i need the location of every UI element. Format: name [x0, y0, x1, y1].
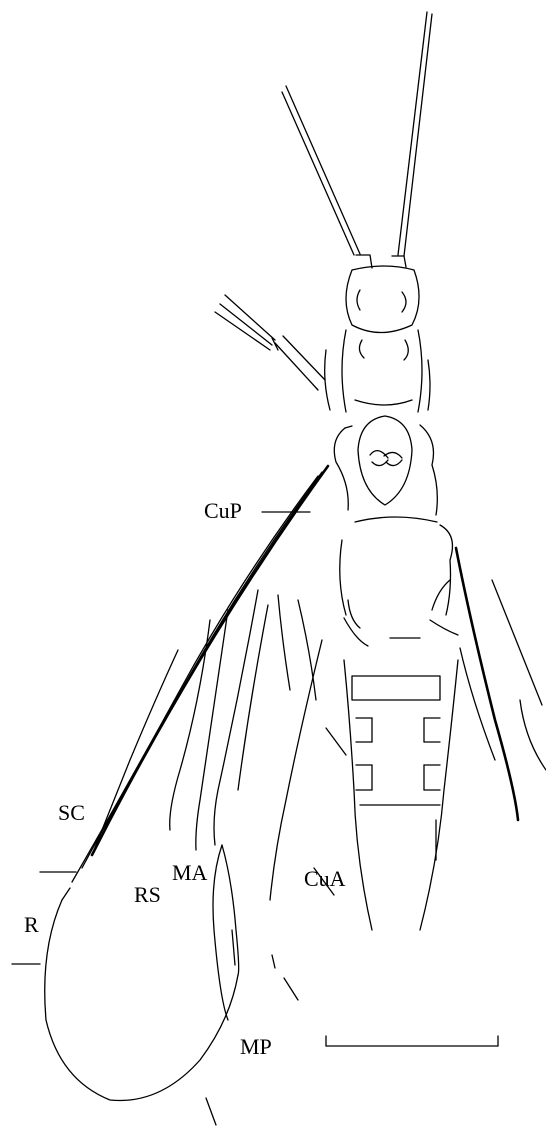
scale-bar: [326, 1036, 498, 1046]
label-cua: CuA: [304, 866, 346, 891]
abdomen: [344, 660, 458, 930]
label-rs: RS: [134, 882, 161, 907]
right-fragments: [456, 548, 546, 820]
vein-labels: CuP SC RS MA CuA R MP: [24, 498, 346, 1059]
label-sc: SC: [58, 800, 85, 825]
label-ma: MA: [172, 860, 208, 885]
antennae: [282, 12, 432, 256]
mesothorax: [334, 416, 437, 515]
forewing: [45, 466, 346, 1125]
label-cup: CuP: [204, 498, 242, 523]
detached-leg: [215, 295, 325, 390]
prothorax: [325, 330, 430, 412]
leader-lines: [12, 512, 310, 964]
metathorax: [340, 517, 458, 646]
label-mp: MP: [240, 1034, 272, 1059]
label-r: R: [24, 912, 39, 937]
head: [346, 255, 419, 333]
